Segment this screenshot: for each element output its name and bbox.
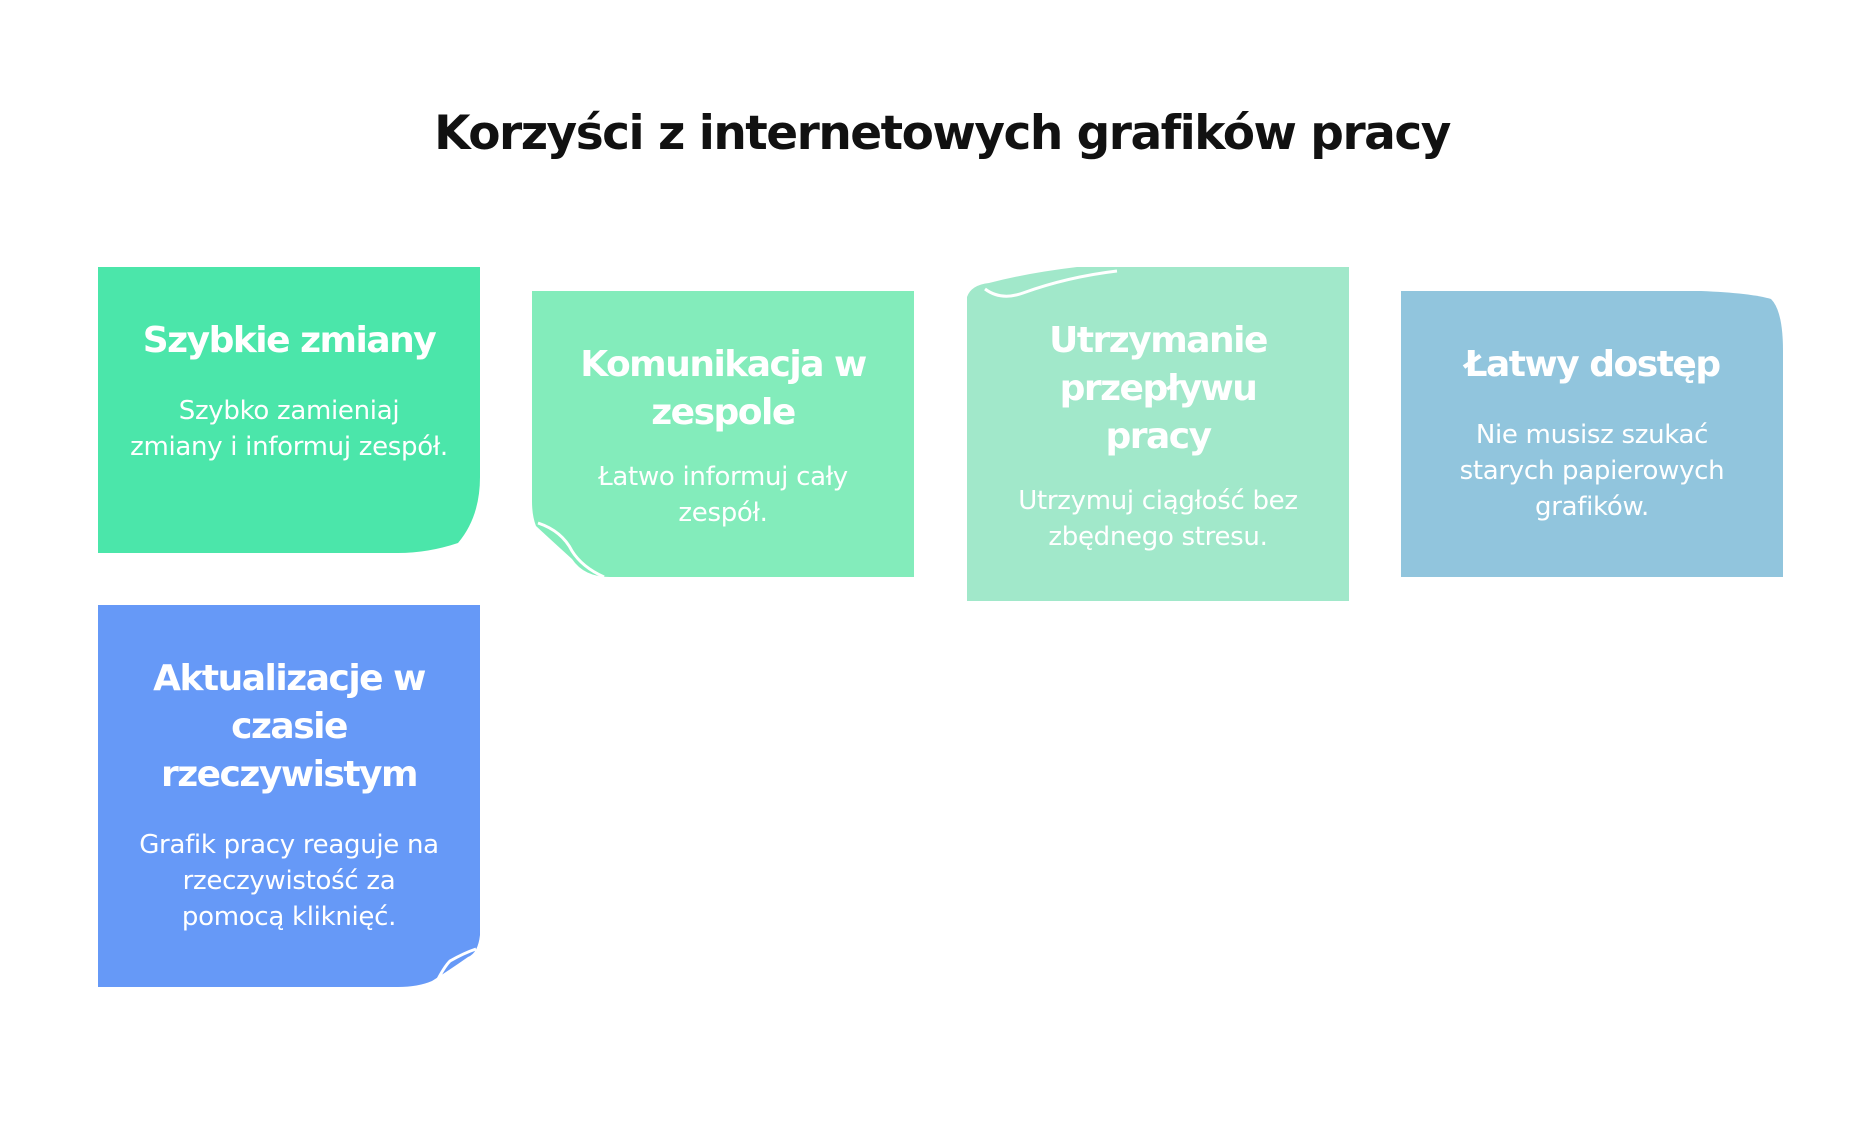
card-shape [1401, 291, 1783, 577]
benefit-card-realtime-updates: Aktualizacje w czasie rzeczywistym Grafi… [98, 605, 480, 987]
card-background [1401, 291, 1783, 577]
card-shape [98, 267, 480, 553]
card-title: Aktualizacje w czasie rzeczywistym [153, 658, 426, 795]
benefit-card-quick-changes: Szybkie zmiany Szybko zamieniaj zmiany i… [98, 267, 480, 553]
benefit-card-workflow: Utrzymanie przepływu pracy Utrzymuj ciąg… [967, 267, 1349, 601]
card-description: Utrzymuj ciągłość bez zbędnego stresu. [1018, 486, 1298, 552]
card-background [967, 267, 1349, 601]
card-shape [98, 605, 480, 987]
card-title: Łatwy dostęp [1464, 344, 1721, 385]
card-description: Nie musisz szukać starych papierowych gr… [1459, 420, 1725, 522]
page-curl [434, 947, 477, 984]
card-background [532, 291, 914, 579]
benefit-card-easy-access: Łatwy dostęp Nie musisz szukać starych p… [1401, 291, 1783, 577]
page-curl [984, 269, 1118, 298]
card-description: Łatwo informuj cały zespół. [598, 462, 848, 528]
card-description: Grafik pracy reaguje na rzeczywistość za… [139, 830, 439, 932]
page-curl [537, 521, 605, 579]
card-background [98, 605, 480, 987]
card-description: Szybko zamieniaj zmiany i informuj zespó… [130, 396, 448, 462]
card-title: Utrzymanie przepływu pracy [1049, 320, 1268, 457]
card-title: Szybkie zmiany [142, 320, 437, 361]
page-title: Korzyści z internetowych grafików pracy [434, 106, 1451, 161]
card-background [98, 267, 480, 553]
card-shape [967, 267, 1349, 601]
card-title: Komunikacja w zespole [580, 344, 867, 433]
card-shape [532, 291, 914, 577]
benefit-card-team-communication: Komunikacja w zespole Łatwo informuj cał… [532, 291, 914, 579]
